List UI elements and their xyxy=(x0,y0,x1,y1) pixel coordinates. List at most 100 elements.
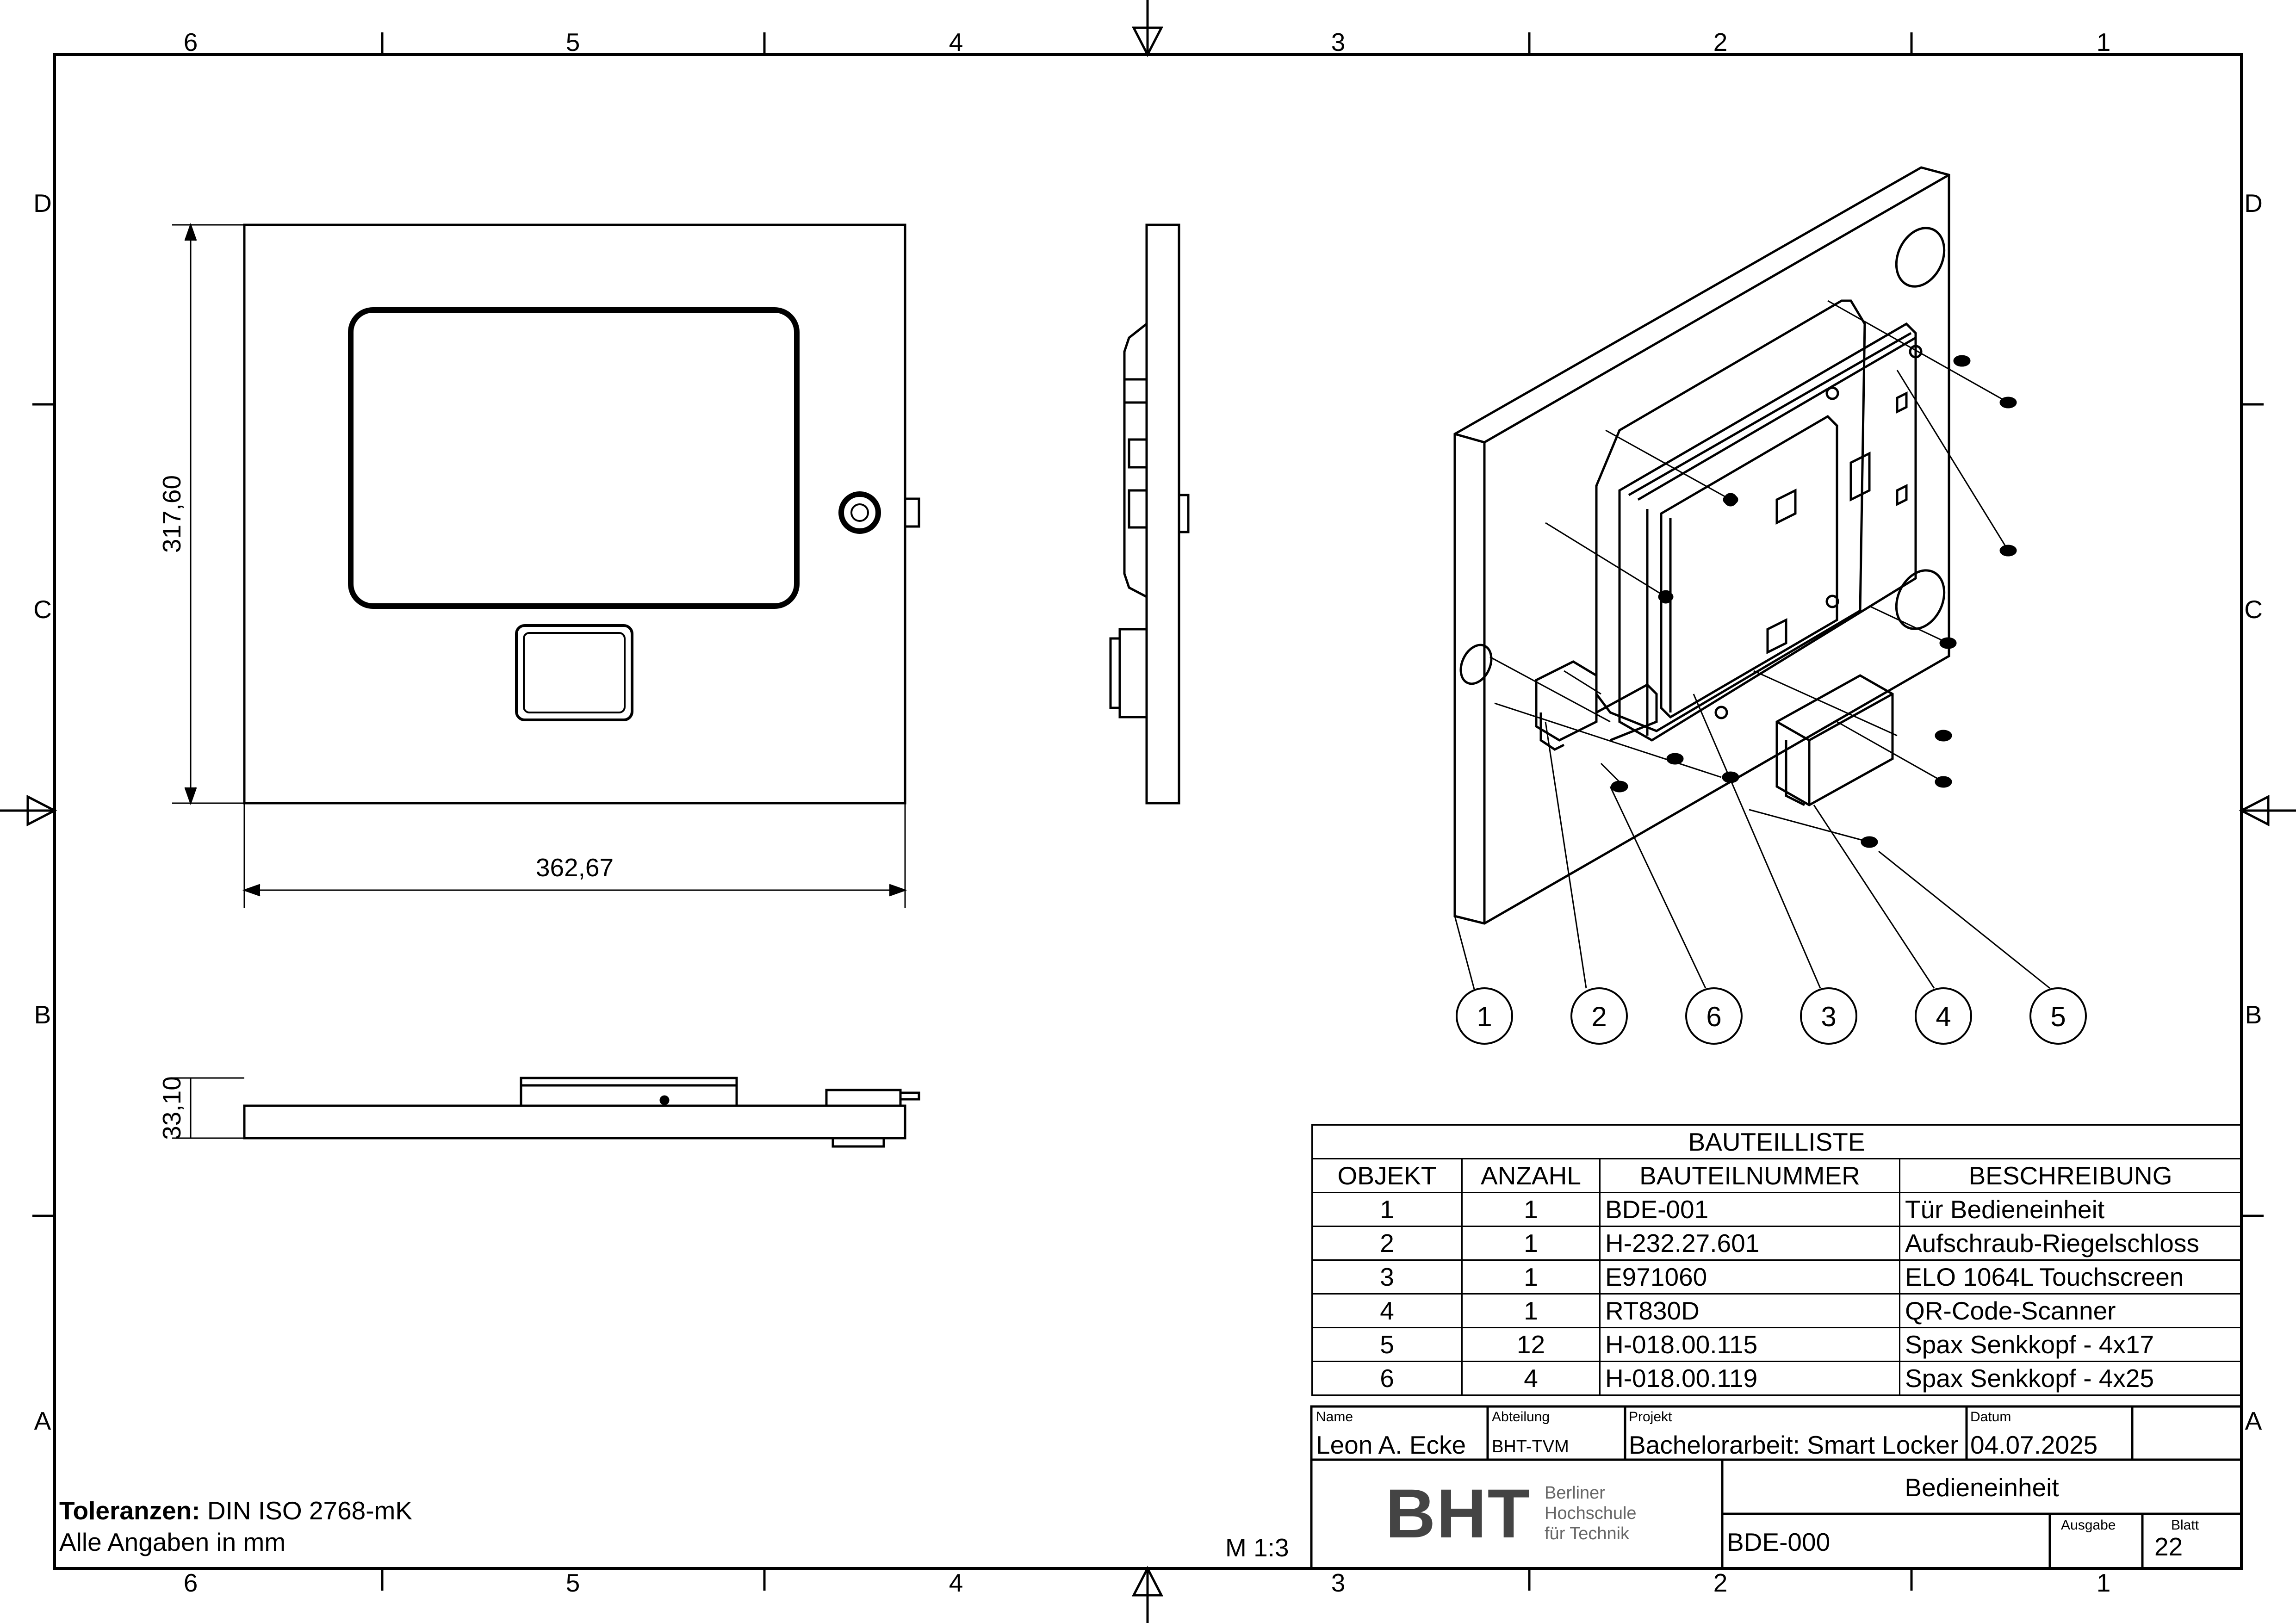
bom-cell-beschreibung: QR-Code-Scanner xyxy=(1899,1293,2242,1328)
table-row: 6 4 H-018.00.119 Spax Senkkopf - 4x25 xyxy=(1311,1361,2242,1396)
tolerance-label: Toleranzen: xyxy=(59,1496,200,1525)
table-row: 2 1 H-232.27.601 Aufschraub-Riegelschlos… xyxy=(1311,1226,2242,1261)
zone-top-2: 2 xyxy=(1713,28,1728,56)
bom-cell-bauteilnummer: BDE-001 xyxy=(1599,1192,1900,1227)
zone-left-a: A xyxy=(34,1406,51,1435)
bom-cell-objekt: 3 xyxy=(1311,1259,1463,1295)
department: BHT-TVM xyxy=(1492,1437,1569,1456)
sheet-label: Blatt xyxy=(2171,1518,2199,1533)
isometric-view xyxy=(1453,166,2050,990)
bom-cell-beschreibung: Spax Senkkopf - 4x25 xyxy=(1899,1361,2242,1396)
bom-cell-objekt: 6 xyxy=(1311,1361,1463,1396)
dimension-depth: 33,10 xyxy=(157,1076,186,1140)
zone-right-d: D xyxy=(2244,189,2263,217)
bht-logo: BHT xyxy=(1385,1474,1531,1552)
title-block-frame xyxy=(1310,1405,2243,1570)
bom-cell-anzahl: 1 xyxy=(1461,1192,1601,1227)
zone-ticks xyxy=(32,32,2264,1591)
drawing-title: Bedieneinheit xyxy=(1905,1473,2059,1502)
dimension-width: 362,67 xyxy=(536,853,614,882)
drawing-number: BDE-000 xyxy=(1727,1528,1831,1556)
logo-sub-line-3: für Technik xyxy=(1545,1524,1630,1543)
zone-top-4: 4 xyxy=(949,28,963,56)
dept-label: Abteilung xyxy=(1492,1409,1550,1425)
bom-header-row: OBJEKT ANZAHL BAUTEILNUMMER BESCHREIBUNG xyxy=(1311,1158,2242,1193)
bom-cell-bauteilnummer: RT830D xyxy=(1599,1293,1900,1328)
balloon-5: 5 xyxy=(2050,1001,2066,1032)
units-note: Alle Angaben in mm xyxy=(59,1528,286,1556)
zone-left-d: D xyxy=(33,189,52,217)
zone-bottom-4: 4 xyxy=(949,1568,963,1597)
project-name: Bachelorarbeit: Smart Locker xyxy=(1629,1431,1959,1459)
bom-cell-bauteilnummer: H-018.00.115 xyxy=(1599,1327,1900,1362)
bom-cell-bauteilnummer: E971060 xyxy=(1599,1259,1900,1295)
project-label: Projekt xyxy=(1629,1409,1672,1425)
balloon-6: 6 xyxy=(1706,1001,1721,1032)
zone-right-a: A xyxy=(2245,1406,2262,1435)
zone-labels: 6 5 4 3 2 1 6 5 4 3 2 1 D C B A D C B A xyxy=(33,28,2263,1597)
scale-note: M 1:3 xyxy=(1225,1533,1289,1562)
bom-header-anzahl: ANZAHL xyxy=(1461,1158,1601,1193)
sheet-number: 22 xyxy=(2154,1532,2183,1561)
table-row: 3 1 E971060 ELO 1064L Touchscreen xyxy=(1311,1259,2242,1295)
bom-header-objekt: OBJEKT xyxy=(1311,1158,1463,1193)
zone-left-c: C xyxy=(33,595,52,624)
front-view xyxy=(243,223,920,805)
zone-top-1: 1 xyxy=(2097,28,2111,56)
bom-cell-bauteilnummer: H-018.00.119 xyxy=(1599,1361,1900,1396)
lock-knob xyxy=(838,491,881,534)
table-row: 5 12 H-018.00.115 Spax Senkkopf - 4x17 xyxy=(1311,1327,2242,1362)
balloon-2: 2 xyxy=(1591,1001,1607,1032)
dimension-lines xyxy=(172,223,907,1139)
issue-label: Ausgabe xyxy=(2061,1518,2116,1533)
balloon-3: 3 xyxy=(1821,1001,1836,1032)
bom-table: BAUTEILLISTE OBJEKT ANZAHL BAUTEILNUMMER… xyxy=(1311,1124,2242,1396)
zone-bottom-1: 1 xyxy=(2097,1568,2111,1597)
zone-bottom-3: 3 xyxy=(1331,1568,1346,1597)
bom-cell-beschreibung: Aufschraub-Riegelschloss xyxy=(1899,1226,2242,1261)
bom-cell-beschreibung: ELO 1064L Touchscreen xyxy=(1899,1259,2242,1295)
bom-cell-anzahl: 1 xyxy=(1461,1259,1601,1295)
zone-right-b: B xyxy=(2245,1000,2262,1029)
date-label: Datum xyxy=(1970,1409,2011,1425)
bom-cell-bauteilnummer: H-232.27.601 xyxy=(1599,1226,1900,1261)
logo-sub-line-1: Berliner xyxy=(1545,1483,1605,1503)
bom-cell-anzahl: 1 xyxy=(1461,1226,1601,1261)
bom-cell-objekt: 1 xyxy=(1311,1192,1463,1227)
dimension-height: 317,60 xyxy=(157,475,186,553)
zone-bottom-6: 6 xyxy=(184,1568,198,1597)
zone-bottom-5: 5 xyxy=(566,1568,580,1597)
bom-cell-objekt: 4 xyxy=(1311,1293,1463,1328)
zone-top-5: 5 xyxy=(566,28,580,56)
bom-title: BAUTEILLISTE xyxy=(1311,1124,2242,1159)
balloon-4: 4 xyxy=(1936,1001,1951,1032)
zone-left-b: B xyxy=(34,1000,51,1029)
author-name: Leon A. Ecke xyxy=(1316,1431,1466,1459)
date-value: 04.07.2025 xyxy=(1970,1431,2098,1459)
zone-top-6: 6 xyxy=(184,28,198,56)
logo-sub-line-2: Hochschule xyxy=(1545,1504,1637,1523)
bom-cell-anzahl: 12 xyxy=(1461,1327,1601,1362)
bom-cell-anzahl: 4 xyxy=(1461,1361,1601,1396)
bom-header-bauteilnummer: BAUTEILNUMMER xyxy=(1599,1158,1900,1193)
bom-cell-beschreibung: Tür Bedieneinheit xyxy=(1899,1192,2242,1227)
bom-cell-objekt: 5 xyxy=(1311,1327,1463,1362)
bom-cell-anzahl: 1 xyxy=(1461,1293,1601,1328)
item-balloons xyxy=(1456,987,2087,1045)
zone-right-c: C xyxy=(2244,595,2263,624)
zone-top-3: 3 xyxy=(1331,28,1346,56)
table-row: 4 1 RT830D QR-Code-Scanner xyxy=(1311,1293,2242,1328)
tolerance-note: Toleranzen: DIN ISO 2768-mK xyxy=(59,1498,412,1524)
tolerance-value: DIN ISO 2768-mK xyxy=(200,1496,413,1525)
zone-bottom-2: 2 xyxy=(1713,1568,1728,1597)
name-label: Name xyxy=(1316,1409,1353,1425)
bom-cell-objekt: 2 xyxy=(1311,1226,1463,1261)
bom-header-beschreibung: BESCHREIBUNG xyxy=(1899,1158,2242,1193)
table-row: 1 1 BDE-001 Tür Bedieneinheit xyxy=(1311,1192,2242,1227)
top-view xyxy=(243,1077,920,1148)
balloon-1: 1 xyxy=(1477,1001,1492,1032)
bom-cell-beschreibung: Spax Senkkopf - 4x17 xyxy=(1899,1327,2242,1362)
side-view xyxy=(1109,223,1190,805)
